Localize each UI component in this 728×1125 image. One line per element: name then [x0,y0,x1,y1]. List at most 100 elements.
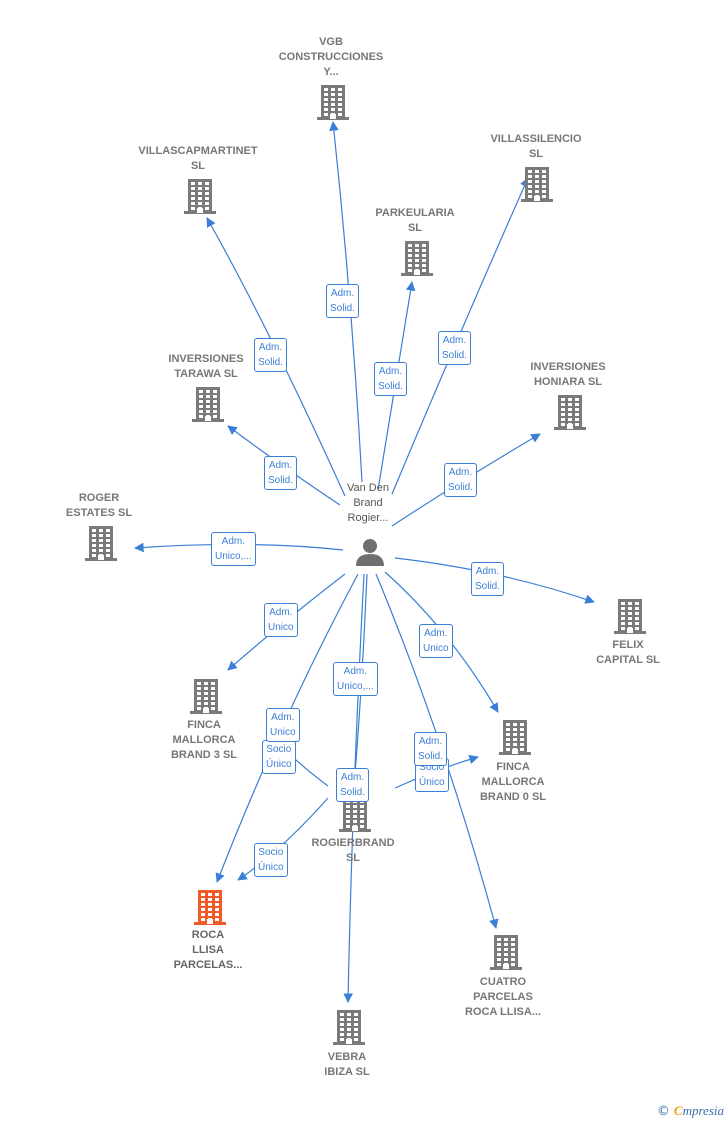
label-line: VILLASSILENCIO [490,133,582,145]
badge-line: Adm. [424,628,448,639]
relation-badge-finca-mallorca-3[interactable]: Adm.Unico [264,603,298,637]
building-icon[interactable] [316,84,350,120]
brand-name: Cmpresia [674,1103,724,1119]
label-line: FINCA [496,761,530,773]
edge-villassilencio [391,177,529,495]
company-label-finca-mallorca-0[interactable]: FINCA MALLORCA BRAND 0 SL [480,760,546,805]
center-line-2: Brand [353,497,383,509]
badge-line: Adm. [330,288,355,299]
label-line: PARCELAS [473,991,533,1003]
company-label-inversiones-honiara[interactable]: INVERSIONES HONIARA SL [530,360,605,390]
company-label-roca-llisa[interactable]: ROCA LLISA PARCELAS... [174,928,243,973]
company-label-felix-capital[interactable]: FELIX CAPITAL SL [596,638,660,668]
building-icon[interactable] [191,386,225,422]
relation-badge-finca-mallorca-0[interactable]: Adm. Unico [419,624,453,658]
badge-line: Socio [258,847,284,858]
relation-badge-roca-llisa-adm[interactable]: Adm.Unico [266,708,300,742]
badge-line: Unico,... [337,681,374,692]
relation-badge-cuatro-parcelas[interactable]: Adm. Solid. [414,732,448,766]
badge-line: Adm. [343,666,368,677]
badge-line: Único [419,777,445,788]
label-line: TARAWA SL [174,368,238,380]
building-icon[interactable] [193,889,227,925]
building-icon[interactable] [613,598,647,634]
label-line: PARKEULARIA [375,207,455,219]
center-line-1: Van Den [347,482,389,494]
company-label-villascapmartinet[interactable]: VILLASCAPMARTINET SL [138,144,257,174]
building-icon[interactable] [520,166,554,202]
company-label-vgb[interactable]: VGB CONSTRUCCIONES Y... [279,35,384,80]
badge-line: Solid. [442,350,468,361]
label-line: ESTATES SL [65,507,133,519]
badge-line: Solid. [378,381,404,392]
badge-line: Adm. [268,460,293,471]
badge-line: Adm. [475,566,500,577]
badge-line: Solid. [475,581,501,592]
label-line: VGB [319,36,343,48]
label-line: CUATRO [479,976,527,988]
relation-badge-villassilencio[interactable]: Adm.Solid. [438,331,472,365]
badge-line: Unico [423,643,449,654]
relation-badge-vgb[interactable]: Adm. Solid. [326,284,360,318]
company-label-rogierbrand[interactable]: ROGIERBRAND SL [311,836,394,866]
label-line: ROGER [78,492,120,504]
building-icon[interactable] [400,240,434,276]
company-label-vebra-ibiza[interactable]: VEBRA IBIZA SL [324,1050,369,1080]
relation-badge-parkeularia[interactable]: Adm.Solid. [374,362,408,396]
label-line: SL [407,222,423,234]
company-label-cuatro-parcelas[interactable]: CUATRO PARCELAS ROCA LLISA... [465,975,541,1020]
person-icon[interactable] [355,537,385,567]
company-label-inversiones-tarawa[interactable]: INVERSIONES TARAWA SL [168,352,243,382]
label-line: CONSTRUCCIONES [278,51,384,63]
badge-line: Único [258,862,284,873]
relation-badge-rogierbrand-vebra[interactable]: Adm. Solid. [336,768,370,802]
company-label-villassilencio[interactable]: VILLASSILENCIO SL [490,132,581,162]
building-icon[interactable] [84,525,118,561]
badge-line: Solid. [340,787,366,798]
relation-badge-inversiones-tarawa[interactable]: Adm.Solid. [264,456,298,490]
badge-line: Adm. [418,736,443,747]
label-line: Y... [323,66,339,78]
building-icon[interactable] [553,394,587,430]
relation-badge-rogierbrand[interactable]: Adm. Unico,... [333,662,378,696]
badge-line: Adm. [221,536,246,547]
badge-line: Solid. [418,751,444,762]
label-line: INVERSIONES [168,353,244,365]
building-icon[interactable] [189,678,223,714]
badge-line: Solid. [330,303,356,314]
badge-line: Unico [270,727,296,738]
company-label-roger-estates[interactable]: ROGER ESTATES SL [66,491,132,521]
building-icon[interactable] [338,796,372,832]
badge-line: Socio [266,744,292,755]
label-line: CAPITAL SL [596,654,660,666]
label-line: VEBRA [327,1051,367,1063]
relation-badge-felix-capital[interactable]: Adm. Solid. [471,562,505,596]
label-line: HONIARA SL [533,376,603,388]
badge-line: Solid. [448,482,474,493]
label-line: IBIZA SL [324,1066,370,1078]
center-person-label[interactable]: Van Den Brand Rogier... [347,481,389,526]
company-label-parkeularia[interactable]: PARKEULARIA SL [375,206,454,236]
badge-line: Adm. [448,467,473,478]
building-icon[interactable] [489,934,523,970]
badge-line: Socio [419,762,445,773]
relation-badge-villascapmartinet[interactable]: Adm.Solid. [254,338,288,372]
building-icon[interactable] [498,719,532,755]
empresia-logo[interactable]: © Cmpresia [657,1103,724,1119]
building-icon[interactable] [183,178,217,214]
company-label-finca-mallorca-3[interactable]: FINCA MALLORCA BRAND 3 SL [171,718,237,763]
building-icon[interactable] [332,1009,366,1045]
badge-line: Adm. [340,772,365,783]
brand-initial: C [673,1103,683,1118]
label-line: PARCELAS... [173,959,243,971]
label-line: SL [528,148,544,160]
label-line: LLISA [192,944,224,956]
relation-badge-roger-estates[interactable]: Adm.Unico,... [211,532,256,566]
label-line: VILLASCAPMARTINET [138,145,258,157]
relation-badge-inversiones-honiara[interactable]: Adm. Solid. [444,463,478,497]
label-line: ROCA [191,929,225,941]
badge-line: Unico [268,622,294,633]
